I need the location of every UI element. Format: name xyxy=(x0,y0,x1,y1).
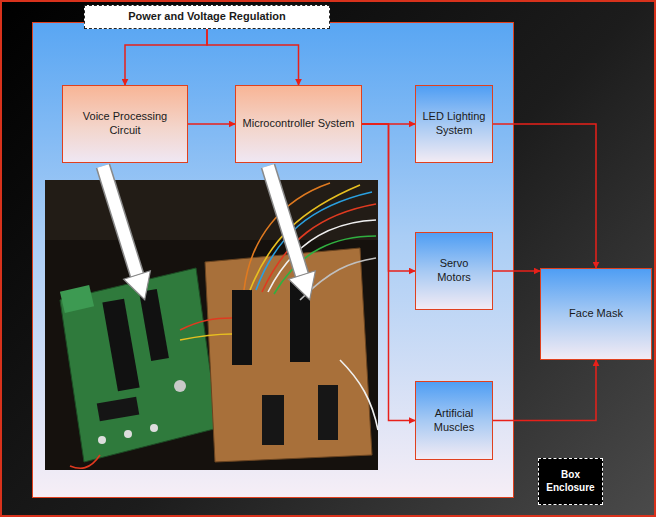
box-label: Power and Voltage Regulation xyxy=(122,8,291,26)
chip xyxy=(97,397,140,422)
output-box: LED Lighting System xyxy=(415,85,493,163)
terminal xyxy=(124,430,132,438)
process-box: Microcontroller System xyxy=(235,85,362,163)
signal-arrow xyxy=(493,360,596,421)
target-box: Face Mask xyxy=(540,268,652,360)
box-label: Face Mask xyxy=(563,303,629,325)
board-keypad xyxy=(60,285,94,313)
terminal xyxy=(150,424,158,432)
power-box: Power and Voltage Regulation xyxy=(84,5,330,29)
signal-arrow xyxy=(493,124,596,268)
chip xyxy=(232,290,252,365)
chip xyxy=(139,289,169,361)
controller-board xyxy=(205,248,372,462)
pointer-arrow xyxy=(103,166,150,300)
signal-arrow xyxy=(188,123,235,125)
box-label: Artificial Muscles xyxy=(416,403,492,439)
signal-arrow xyxy=(207,29,299,85)
enclosure-tag: Box Enclosure xyxy=(538,458,603,505)
capacitor xyxy=(174,380,186,392)
box-label: Microcontroller System xyxy=(237,113,361,135)
pointer-arrow xyxy=(268,166,315,300)
terminal xyxy=(98,436,106,444)
signal-arrow xyxy=(125,29,207,85)
photo-ground xyxy=(45,180,378,470)
chip xyxy=(102,299,139,391)
box-label: Voice Processing Circuit xyxy=(63,106,187,142)
box-label: Box Enclosure xyxy=(539,467,602,496)
signal-arrow xyxy=(493,270,540,272)
box-label: Servo Motors xyxy=(416,253,492,289)
box-label: LED Lighting System xyxy=(416,106,492,142)
signal-arrow xyxy=(362,124,415,421)
output-box: Servo Motors xyxy=(415,232,493,310)
chip xyxy=(262,395,284,445)
process-box: Voice Processing Circuit xyxy=(62,85,188,163)
chip xyxy=(318,385,338,440)
voice-board xyxy=(60,268,218,462)
output-box: Artificial Muscles xyxy=(415,381,493,460)
